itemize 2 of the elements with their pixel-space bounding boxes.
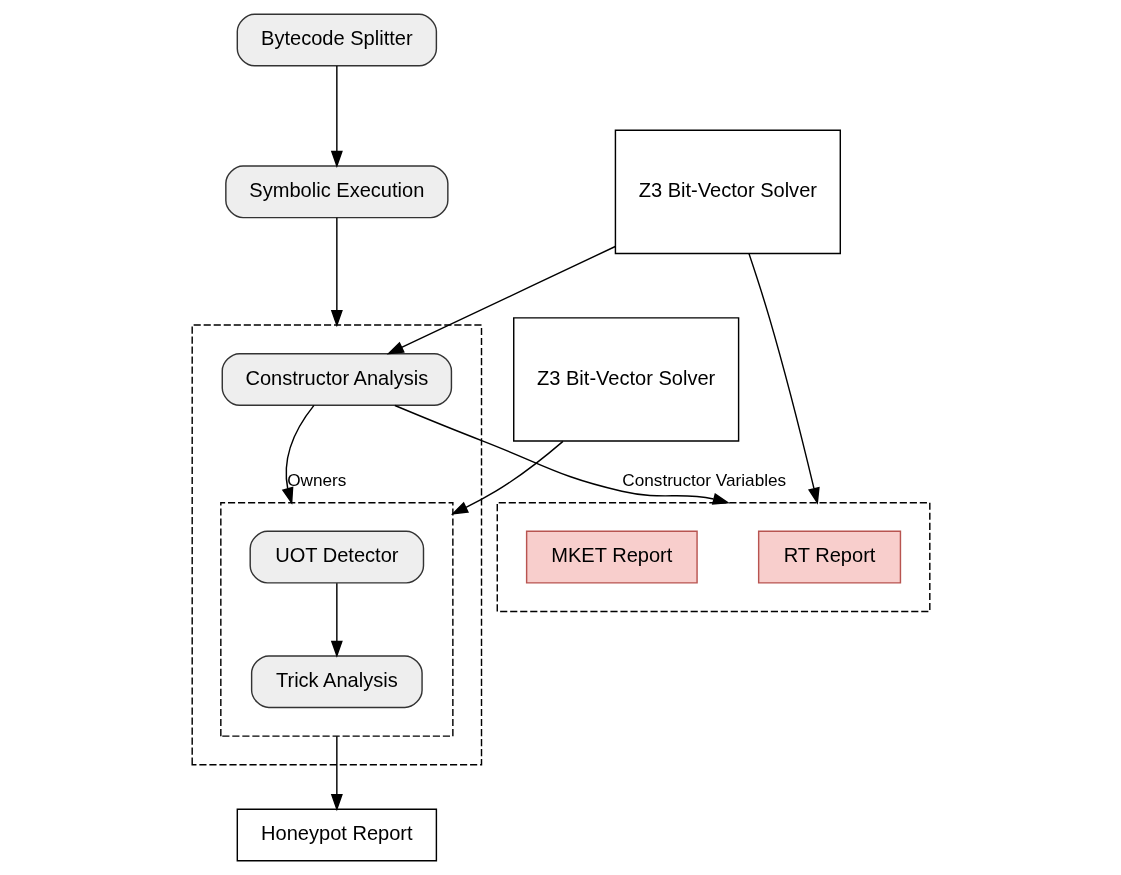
edge-label: Constructor Variables <box>621 470 786 491</box>
edge-label: Owners <box>286 470 346 491</box>
